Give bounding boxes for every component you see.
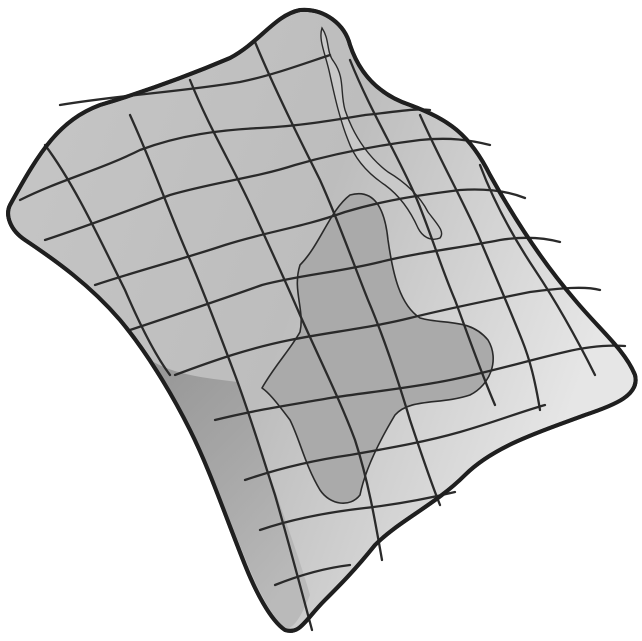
crumpled-grid-paper-icon (0, 0, 642, 641)
illustration-canvas (0, 0, 642, 641)
